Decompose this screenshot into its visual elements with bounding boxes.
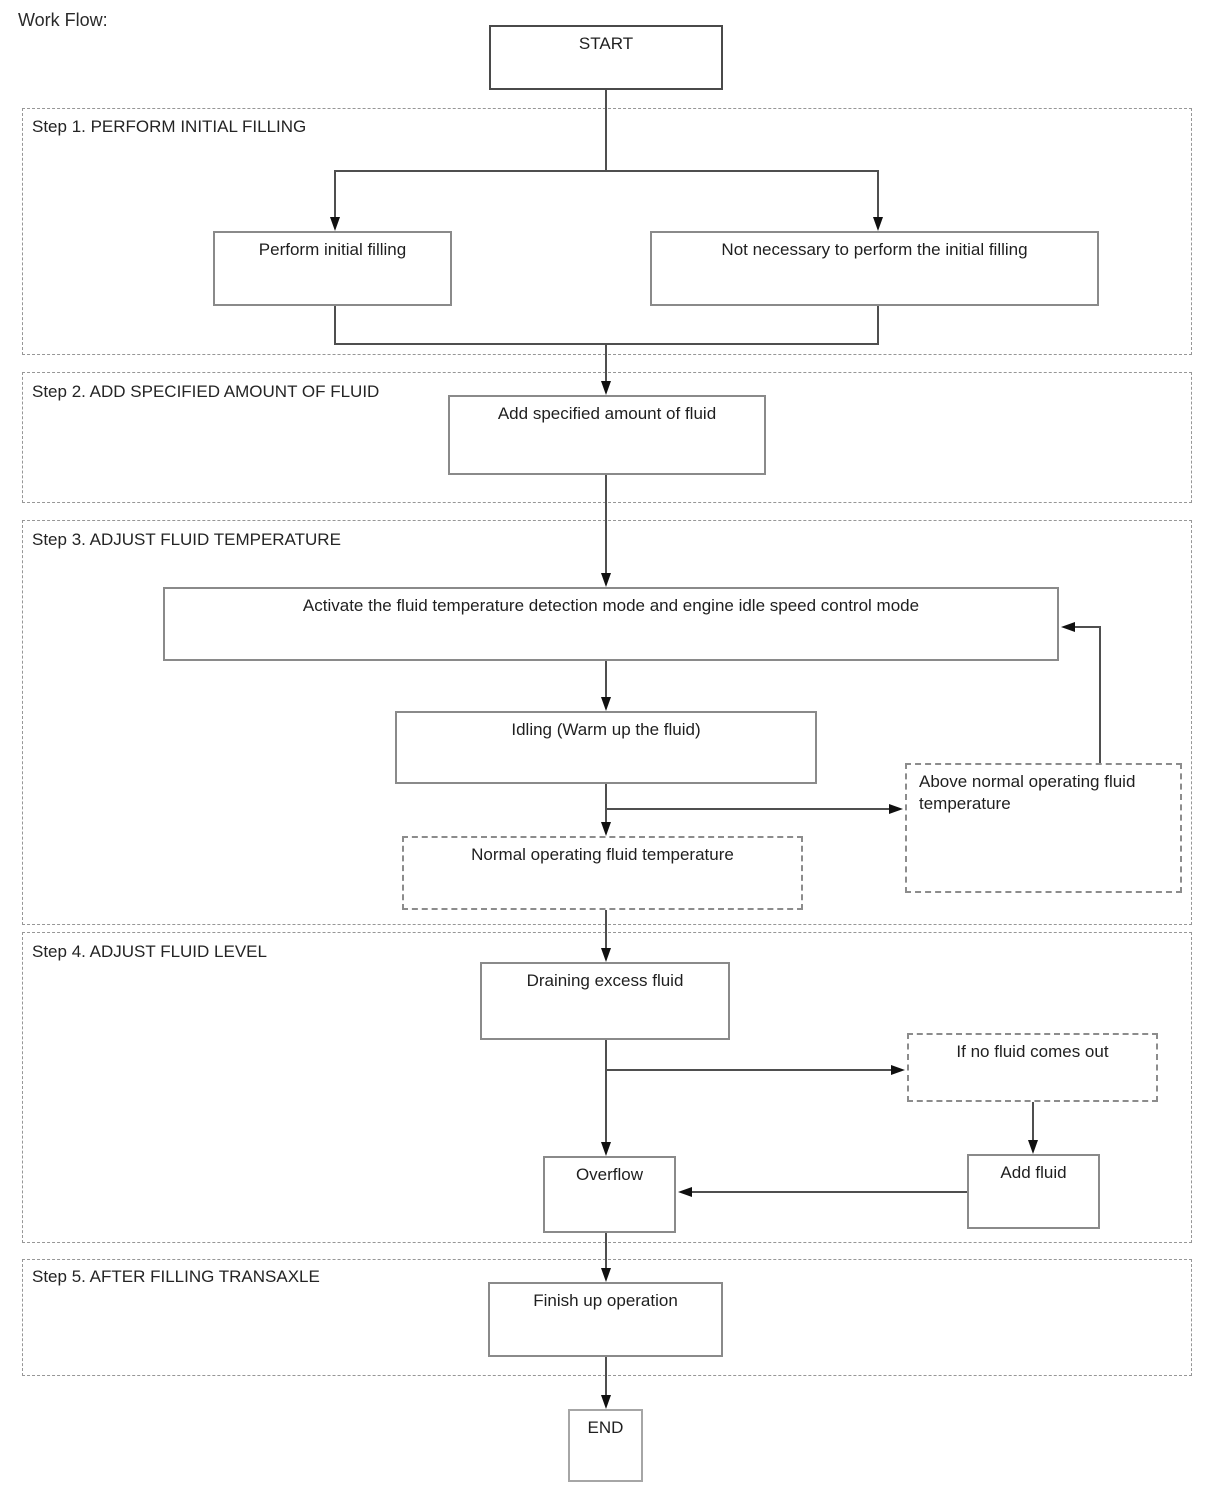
connector-to-above-normal: [605, 808, 889, 810]
connector-branch-left: [334, 170, 336, 217]
arrowhead-into-add-specified: [601, 381, 611, 395]
arrowhead-into-add-fluid: [1028, 1140, 1038, 1154]
page-title: Work Flow:: [18, 10, 108, 30]
step5-container: [22, 1259, 1192, 1376]
arrowhead-into-above-normal: [889, 804, 903, 814]
arrowhead-into-if-no-fluid: [891, 1065, 905, 1075]
connector-activate-idling: [605, 661, 607, 697]
connector-to-add-fluid-box: [605, 343, 607, 381]
flow-node-above-normal-temperature: Above normal operating fluid temperature: [905, 763, 1182, 893]
flow-node-overflow: Overflow: [543, 1156, 676, 1233]
arrowhead-into-draining: [601, 948, 611, 962]
step3-label: Step 3. ADJUST FLUID TEMPERATURE: [32, 530, 341, 549]
connector-idling-normal: [605, 784, 607, 822]
flow-node-end: END: [568, 1409, 643, 1482]
connector-start-down: [605, 90, 607, 172]
flow-node-if-no-fluid: If no fluid comes out: [907, 1033, 1158, 1102]
arrowhead-into-finish-up: [601, 1268, 611, 1282]
arrowhead-into-idling: [601, 697, 611, 711]
step3-container: [22, 520, 1192, 925]
flow-node-start: START: [489, 25, 723, 90]
connector-to-if-no-fluid: [605, 1069, 891, 1071]
flow-node-activate-modes: Activate the fluid temperature detection…: [163, 587, 1059, 661]
connector-finish-end: [605, 1357, 607, 1395]
arrowhead-into-activate: [601, 573, 611, 587]
connector-merge-left: [334, 306, 336, 345]
step1-label: Step 1. PERFORM INITIAL FILLING: [32, 117, 307, 136]
step4-container: [22, 932, 1192, 1243]
connector-branch-top: [334, 170, 879, 172]
flow-node-draining-excess-fluid: Draining excess fluid: [480, 962, 730, 1040]
step4-label: Step 4. ADJUST FLUID LEVEL: [32, 942, 267, 961]
flow-node-idling: Idling (Warm up the fluid): [395, 711, 817, 784]
flow-node-perform-initial-filling: Perform initial filling: [213, 231, 452, 306]
connector-branch-right: [877, 170, 879, 217]
step5-label: Step 5. AFTER FILLING TRANSAXLE: [32, 1267, 320, 1286]
flow-node-not-necessary: Not necessary to perform the initial fil…: [650, 231, 1099, 306]
connector-merge-right: [877, 306, 879, 345]
arrowhead-into-overflow: [601, 1142, 611, 1156]
connector-normal-draining: [605, 910, 607, 948]
arrowhead-into-activate-side: [1061, 622, 1075, 632]
arrowhead-into-overflow-side: [678, 1187, 692, 1197]
step2-label: Step 2. ADD SPECIFIED AMOUNT OF FLUID: [32, 382, 380, 401]
connector-addfluid-overflow: [692, 1191, 967, 1193]
connector-to-activate: [605, 475, 607, 573]
flow-node-finish-up: Finish up operation: [488, 1282, 723, 1357]
connector-draining-overflow: [605, 1040, 607, 1142]
connector-ifnofluid-addfluid: [1032, 1102, 1034, 1140]
connector-loop-vertical: [1099, 626, 1101, 763]
arrowhead-into-perform-filling: [330, 217, 340, 231]
arrowhead-into-not-necessary: [873, 217, 883, 231]
flow-node-add-fluid: Add fluid: [967, 1154, 1100, 1229]
connector-loop-horizontal: [1075, 626, 1101, 628]
arrowhead-into-end: [601, 1395, 611, 1409]
flow-node-normal-temperature: Normal operating fluid temperature: [402, 836, 803, 910]
connector-overflow-finish: [605, 1233, 607, 1268]
step2-container: [22, 372, 1192, 503]
flow-node-add-specified-amount: Add specified amount of fluid: [448, 395, 766, 475]
step1-container: [22, 108, 1192, 355]
arrowhead-into-normal-temp: [601, 822, 611, 836]
